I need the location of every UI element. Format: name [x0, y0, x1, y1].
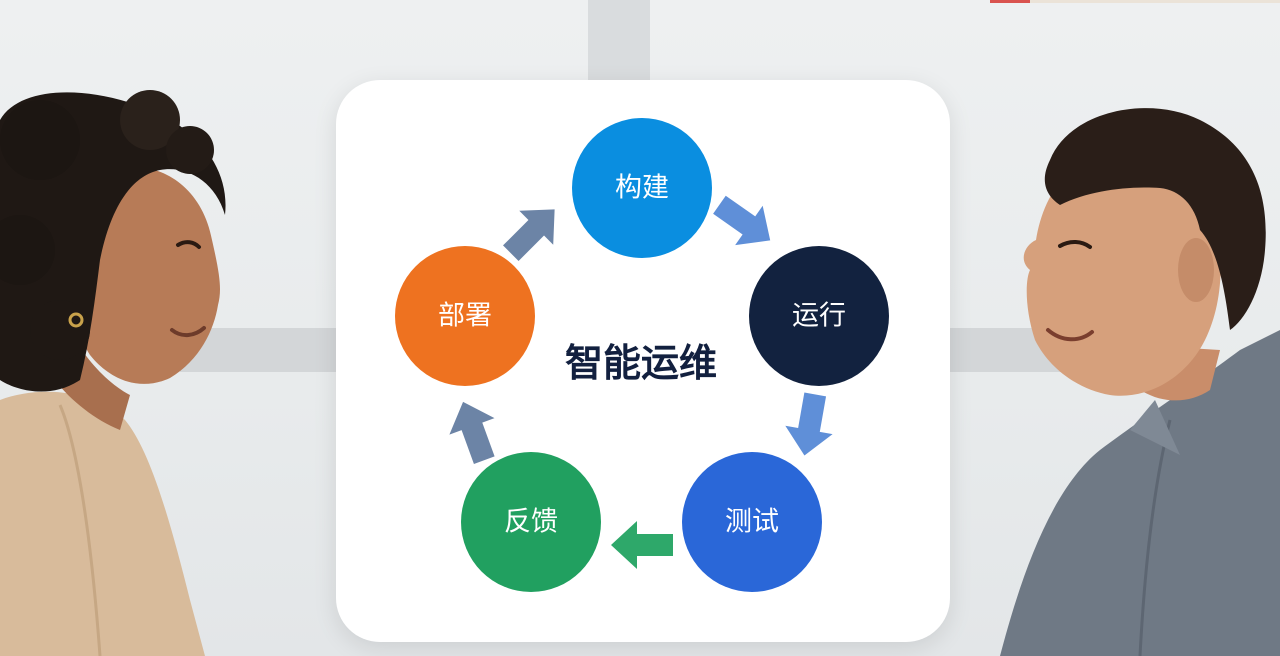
stage-label-feedback: 反馈	[504, 507, 558, 538]
stage-circle-deploy	[395, 246, 535, 386]
stage-circle-build	[572, 118, 712, 258]
top-accent-strip	[1030, 0, 1280, 3]
person-right-face	[1023, 146, 1221, 396]
arrow-layer	[449, 195, 833, 569]
center-title: 智能运维	[565, 341, 717, 385]
person-left-illustration	[0, 90, 226, 656]
person-right-shirt	[1000, 330, 1280, 656]
stage-label-run: 运行	[792, 301, 846, 332]
stage-node-run: 运行	[749, 246, 889, 386]
stage-label-build: 构建	[615, 173, 669, 204]
arrow-run-test	[785, 392, 833, 456]
stage-node-deploy: 部署	[395, 246, 535, 386]
arrow-feedback-deploy	[449, 401, 495, 464]
top-accent	[990, 0, 1030, 3]
arrow-build-run	[713, 195, 771, 246]
stage-node-test: 测试	[682, 452, 822, 592]
person-right-hair	[1044, 108, 1266, 330]
stage-label-test: 测试	[725, 507, 779, 538]
stage-node-build: 构建	[572, 118, 712, 258]
stage-circle-test	[682, 452, 822, 592]
arrow-deploy-build	[503, 209, 555, 261]
arrow-test-feedback	[611, 521, 673, 569]
person-right-ear	[1178, 238, 1214, 302]
stage-label-deploy: 部署	[438, 301, 492, 332]
stage-circle-run	[749, 246, 889, 386]
person-right-illustration	[1000, 108, 1280, 656]
stage-node-feedback: 反馈	[461, 452, 601, 592]
stage-circle-feedback	[461, 452, 601, 592]
window-post	[588, 0, 650, 80]
person-left-shirt	[0, 391, 205, 656]
